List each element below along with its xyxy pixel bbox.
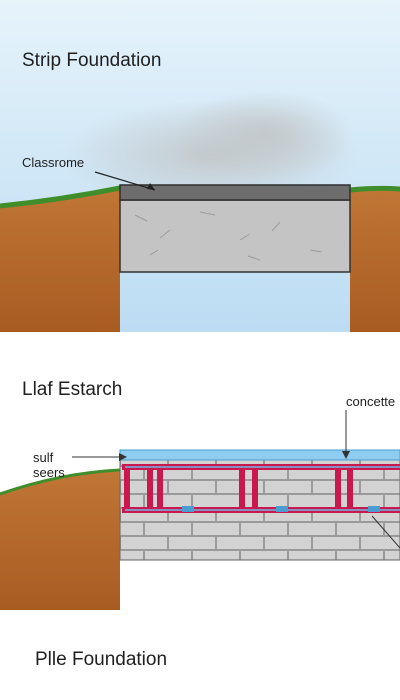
classrome-arrow (147, 183, 155, 190)
classrome-leader (94, 171, 156, 191)
top-course (119, 184, 351, 201)
drain-2 (276, 506, 288, 512)
drain-3 (368, 506, 380, 512)
raft-title: Llaf Estarch (22, 379, 123, 400)
strip-title: Strip Foundation (22, 50, 162, 71)
strip-foundation-panel (0, 0, 400, 332)
membrane-layer (119, 449, 400, 461)
grass-right (349, 185, 400, 193)
drain-1 (182, 506, 194, 512)
soil-left (0, 188, 120, 332)
classrome-label: Classrome (22, 155, 85, 170)
soil-right (350, 188, 400, 332)
footing-texture (134, 211, 323, 261)
sulf-arrow (119, 453, 127, 461)
right-leader (371, 515, 400, 549)
concette-arrow (342, 451, 350, 459)
seers-label: seers (33, 465, 65, 480)
raft-foundation-panel (0, 332, 400, 610)
dust-cloud-2 (175, 90, 355, 180)
raft-soil-left (0, 470, 120, 610)
raft-grass (0, 468, 121, 496)
grass-left (0, 185, 121, 209)
sulf-label: sulf (33, 450, 54, 465)
pile-title: Plle Foundation (35, 649, 168, 670)
beam-outline (125, 466, 400, 511)
strip-footing (119, 199, 351, 273)
concette-label: concette (346, 394, 396, 409)
